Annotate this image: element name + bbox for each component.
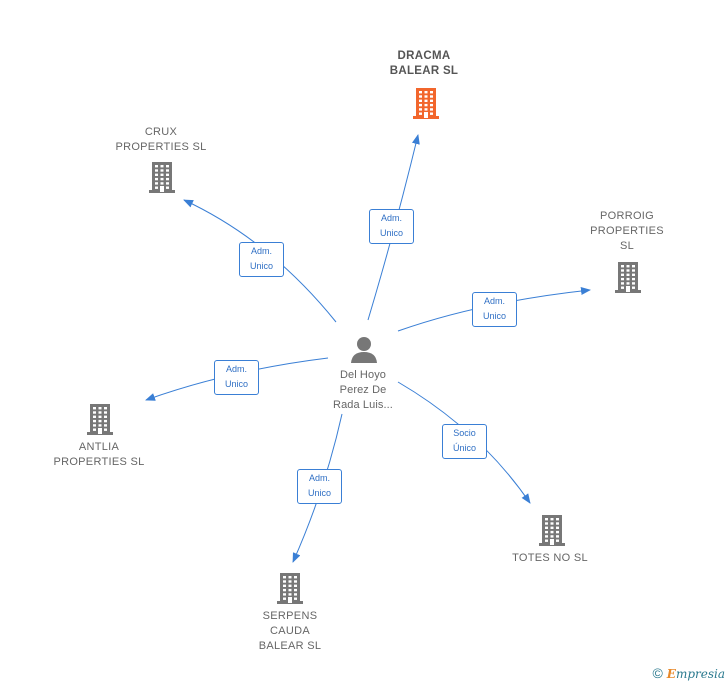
company-name-porroig[interactable]: PORROIG PROPERTIES SL <box>590 210 664 252</box>
brand-logo-initial: E <box>666 667 676 681</box>
building-icon[interactable] <box>612 260 644 294</box>
relation-label-porroig[interactable]: Adm. Unico <box>472 292 517 327</box>
company-name-antlia[interactable]: ANTLIA PROPERTIES SL <box>53 441 145 468</box>
company-name-crux[interactable]: CRUX PROPERTIES SL <box>115 126 207 153</box>
building-icon[interactable] <box>410 86 442 120</box>
building-icon[interactable] <box>536 513 568 547</box>
relation-label-antlia[interactable]: Adm. Unico <box>214 360 259 395</box>
relation-label-crux[interactable]: Adm. Unico <box>239 242 284 277</box>
company-name-dracma[interactable]: DRACMA BALEAR SL <box>389 50 459 77</box>
building-icon[interactable] <box>84 402 116 436</box>
company-name-totes[interactable]: TOTES NO SL <box>512 552 588 564</box>
relation-label-dracma[interactable]: Adm. Unico <box>369 209 414 244</box>
person-icon[interactable] <box>349 334 379 364</box>
copyright-symbol: © <box>652 665 663 681</box>
relation-label-totes[interactable]: Socio Único <box>442 424 487 459</box>
building-icon[interactable] <box>146 160 178 194</box>
relation-label-serpens[interactable]: Adm. Unico <box>297 469 342 504</box>
building-icon[interactable] <box>274 571 306 605</box>
person-name[interactable]: Del Hoyo Perez De Rada Luis... <box>333 369 393 411</box>
company-name-serpens[interactable]: SERPENS CAUDA BALEAR SL <box>258 610 322 652</box>
brand-logo-text: mpresia <box>675 667 725 681</box>
footer-brand: ©Empresia <box>652 665 725 681</box>
